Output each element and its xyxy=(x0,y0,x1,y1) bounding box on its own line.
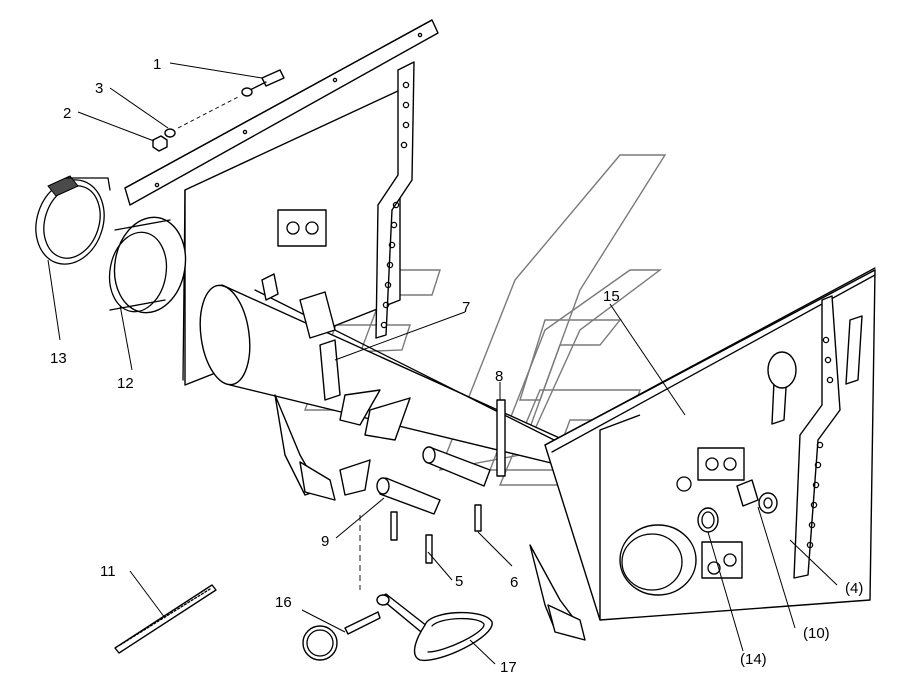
main-frame xyxy=(529,267,876,641)
sleeve-ring xyxy=(108,216,187,314)
callout-12: 12 xyxy=(117,375,134,392)
leader-lines xyxy=(47,62,838,665)
bushings xyxy=(697,479,778,533)
callout-14: (14) xyxy=(740,651,767,668)
pin-5-a xyxy=(390,511,398,541)
callout-17: 17 xyxy=(500,659,517,676)
callout-3: 3 xyxy=(95,80,103,97)
bolt-assembly xyxy=(152,69,285,152)
callout-9: 9 xyxy=(321,533,329,550)
top-angle-strip xyxy=(124,19,439,206)
hinge-brackets xyxy=(274,291,411,501)
frame-window-upper xyxy=(697,447,745,481)
callout-16: 16 xyxy=(275,594,292,611)
callout-7: 7 xyxy=(462,299,470,316)
pin-5-b xyxy=(425,534,433,564)
callout-4: (4) xyxy=(845,580,863,597)
pin-6 xyxy=(474,504,482,532)
rod xyxy=(114,584,217,654)
pin-8 xyxy=(496,399,506,477)
callout-10: (10) xyxy=(803,625,830,642)
callout-8: 8 xyxy=(495,368,503,385)
hose-clamp xyxy=(35,175,111,265)
lock-pins xyxy=(302,515,493,661)
pins xyxy=(376,399,506,564)
callout-2: 2 xyxy=(63,105,71,122)
callout-13: 13 xyxy=(50,350,67,367)
plate-window xyxy=(277,209,327,247)
callout-11: 11 xyxy=(100,563,116,580)
callout-6: 6 xyxy=(510,574,518,591)
callout-5: 5 xyxy=(455,573,463,590)
callout-labels: 1 2 3 (4) 5 6 7 8 9 (10) 11 12 13 (14) 1… xyxy=(50,56,863,676)
callout-1: 1 xyxy=(153,56,161,73)
callout-15: 15 xyxy=(603,288,620,305)
